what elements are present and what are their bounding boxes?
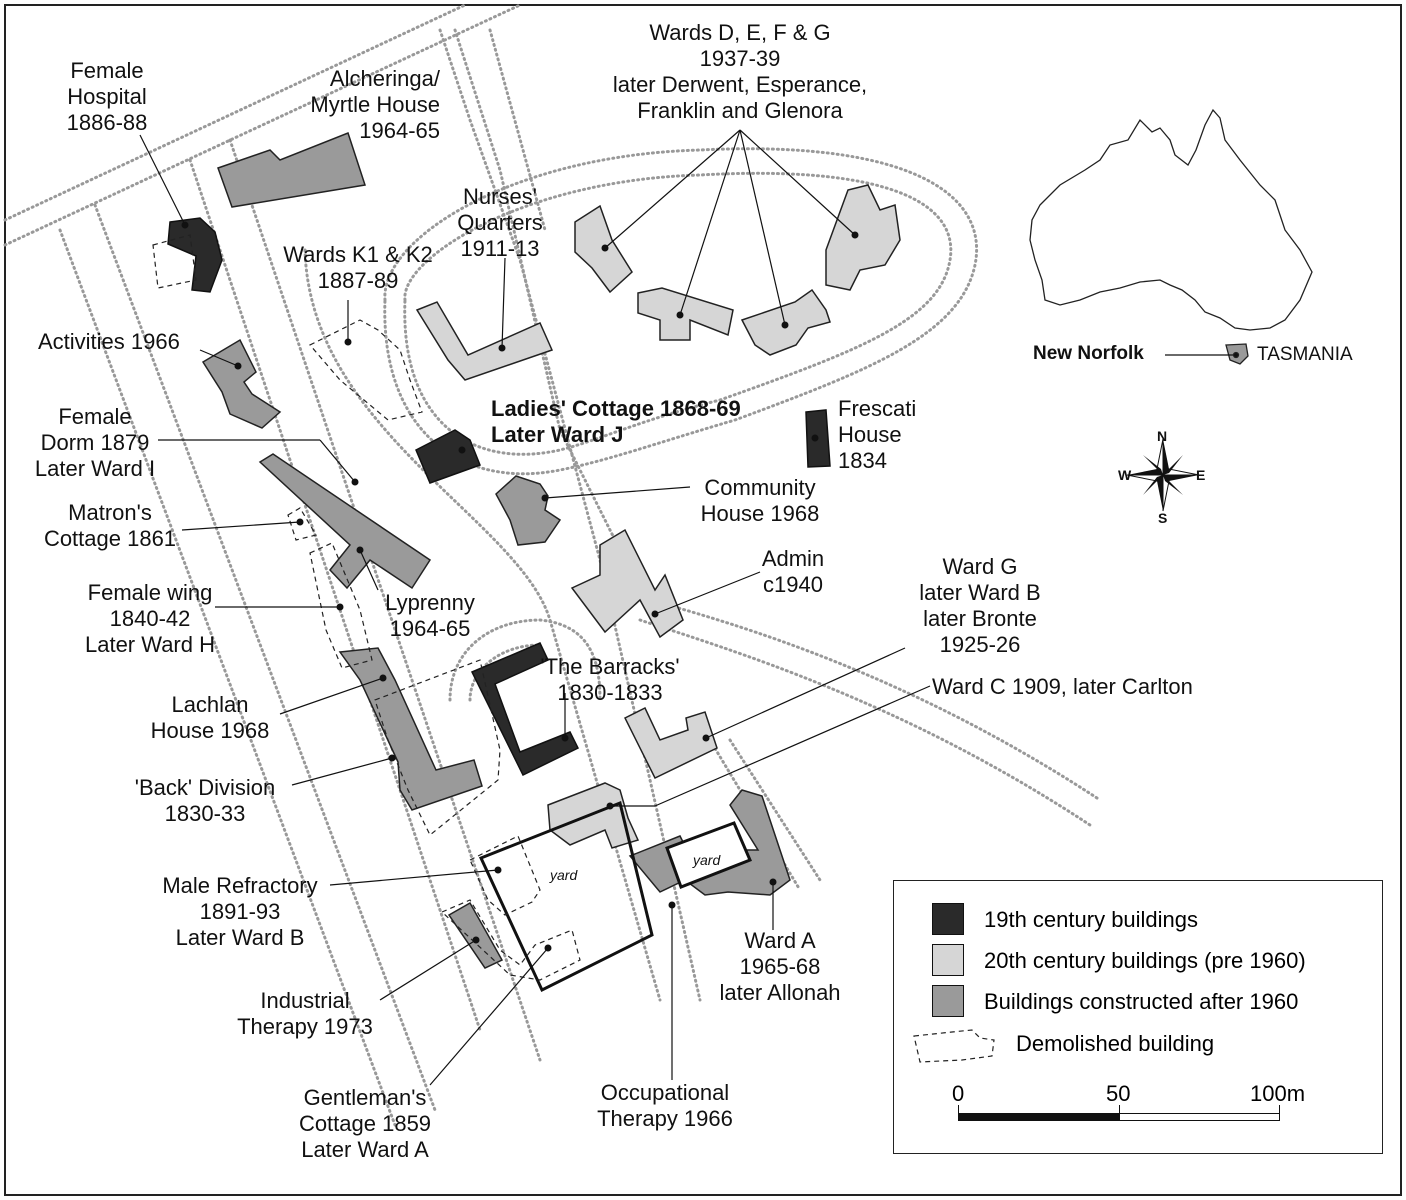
australia-inset-map [1029,108,1313,365]
scale-tick-100 [1279,1105,1280,1121]
scale-tick-50 [1119,1105,1120,1121]
community-house-building [495,475,562,546]
scale-label-100: 100m [1250,1081,1306,1106]
legend-swatch-19th [932,903,964,935]
leader-lines [139,129,931,1086]
compass-e: E [1196,467,1206,483]
ward-c-building [547,782,640,849]
legend-demolished-icon [913,1029,995,1063]
label-ward-c: Ward C 1909, later Carlton [932,674,1193,699]
alcheringa-building [217,132,366,208]
compass-rose-icon [1126,438,1200,512]
main-yard-frame [478,800,654,993]
buildings-after-1960 [201,132,791,969]
label-yard-ward-a: yard [693,852,721,868]
leader-dots [181,221,859,952]
ward-a-yard-frame [665,821,752,889]
demolished-male-refractory [469,835,541,916]
ward-g-gl-building [825,184,901,291]
scale-bar-dark [959,1114,1119,1120]
scale-label-50: 50 [1106,1081,1131,1106]
compass-s: S [1158,510,1168,526]
roads [3,3,1102,1127]
legend-label-19th: 19th century buildings [984,907,1199,932]
label-barracks: 'The Barracks'1830-1833 [540,654,680,705]
new-norfolk-label: New Norfolk [1033,343,1144,364]
scale-label-0: 0 [952,1081,965,1106]
legend-label-20th: 20th century buildings (pre 1960) [984,948,1306,973]
label-yard-main: yard [550,867,578,883]
ward-g-bronte-building [623,706,718,779]
yard-frames [478,800,752,993]
legend-label-post1960: Buildings constructed after 1960 [984,989,1299,1014]
tasmania-label: TASMANIA [1257,344,1353,365]
lachlan-building [338,647,483,811]
scale-tick-0 [958,1105,959,1121]
barracks-building [470,642,580,777]
female-hospital-building [167,217,223,293]
demolished-female-hospital [152,234,197,289]
demolished-matrons [287,507,317,541]
legend: 19th century buildings 20th century buil… [893,880,1383,1154]
label-activities: Activities 1966 [38,329,180,354]
compass-n: N [1157,428,1168,444]
nurses-quarters-building [415,301,554,381]
australia-outline [1029,108,1313,331]
buildings-19th-century [167,217,831,777]
ladies-cottage-building [415,429,481,484]
compass-w: W [1118,467,1132,483]
ward-e-building [637,287,734,341]
demolished-wards-k [309,319,423,421]
demolished-female-wing [309,542,373,669]
admin-building [570,528,684,639]
legend-swatch-post1960 [932,985,964,1017]
demolished-buildings [152,234,581,981]
industrial-building [447,901,504,969]
demolished-back-division [374,659,501,836]
legend-swatch-20th [932,944,964,976]
female-dorm-building [258,453,432,590]
activities-building [201,338,282,429]
legend-label-demolished: Demolished building [1016,1031,1215,1056]
